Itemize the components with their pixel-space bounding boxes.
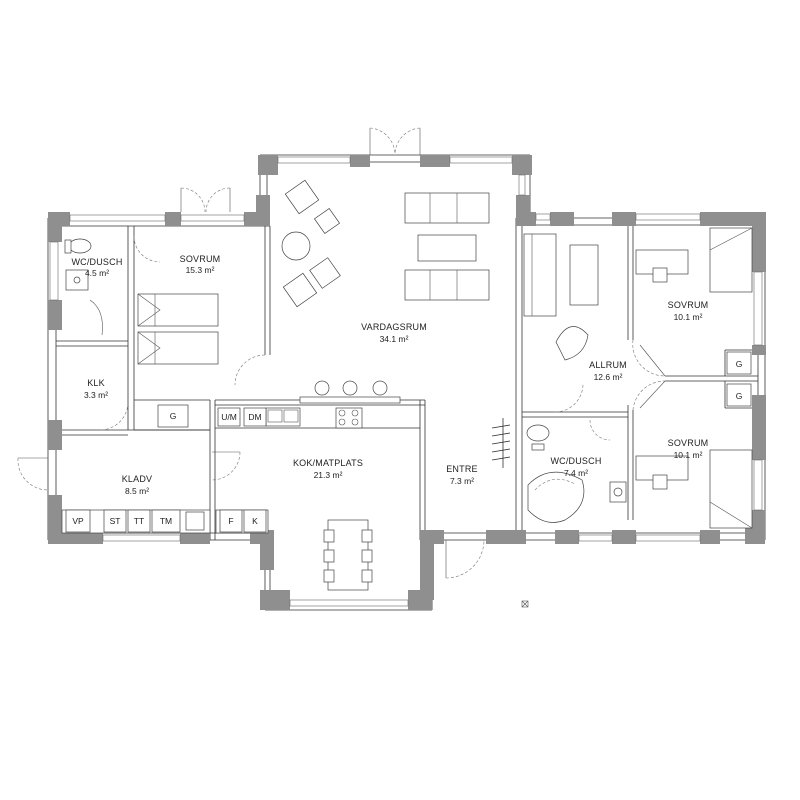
fixture-labels: G U/M DM VP ST TT TM F K G G	[65, 351, 752, 533]
room-name-kladv: KLADV	[122, 474, 153, 484]
room-area-wc-dusch-1: 4.5 m²	[85, 268, 109, 278]
k-label: K	[252, 516, 258, 526]
room-area-wc-dusch-2: 7.4 m²	[564, 468, 588, 478]
st-label: ST	[110, 516, 121, 526]
closet-label: G	[736, 359, 743, 369]
freezer-fridge-label: U/M	[221, 412, 237, 422]
marker-symbol	[521, 600, 529, 608]
room-area-entre: 7.3 m²	[450, 476, 474, 486]
room-name-kok-matplats: KOK/MATPLATS	[293, 458, 363, 468]
room-name-sovrum-2: SOVRUM	[668, 300, 709, 310]
room-name-sovrum-1: SOVRUM	[180, 254, 221, 264]
room-area-vardagsrum: 34.1 m²	[380, 334, 409, 344]
room-name-allrum: ALLRUM	[589, 360, 627, 370]
dishwasher-label: DM	[248, 412, 261, 422]
exterior-walls	[48, 155, 766, 610]
vp-label: VP	[72, 516, 84, 526]
f-label: F	[228, 516, 233, 526]
room-name-vardagsrum: VARDAGSRUM	[361, 322, 427, 332]
room-area-kok-matplats: 21.3 m²	[314, 470, 343, 480]
room-name-wc-dusch-1: WC/DUSCH	[71, 257, 122, 267]
room-area-sovrum-3: 10.1 m²	[674, 450, 703, 460]
room-area-sovrum-2: 10.1 m²	[674, 312, 703, 322]
tm-label: TM	[160, 516, 172, 526]
windows	[49, 156, 763, 607]
room-labels: WC/DUSCH 4.5 m² SOVRUM 15.3 m² VARDAGSRU…	[71, 254, 708, 496]
room-area-kladv: 8.5 m²	[125, 486, 149, 496]
room-name-wc-dusch-2: WC/DUSCH	[550, 456, 601, 466]
shoe-rack	[491, 418, 511, 468]
room-area-allrum: 12.6 m²	[594, 372, 623, 382]
room-area-klk: 3.3 m²	[84, 390, 108, 400]
room-name-klk: KLK	[87, 378, 105, 388]
room-name-entre: ENTRE	[446, 464, 478, 474]
tt-label: TT	[134, 516, 144, 526]
closet-label: G	[170, 411, 177, 421]
closet-label: G	[736, 391, 743, 401]
room-name-sovrum-3: SOVRUM	[668, 438, 709, 448]
room-area-sovrum-1: 15.3 m²	[186, 265, 215, 275]
doors	[17, 127, 666, 579]
